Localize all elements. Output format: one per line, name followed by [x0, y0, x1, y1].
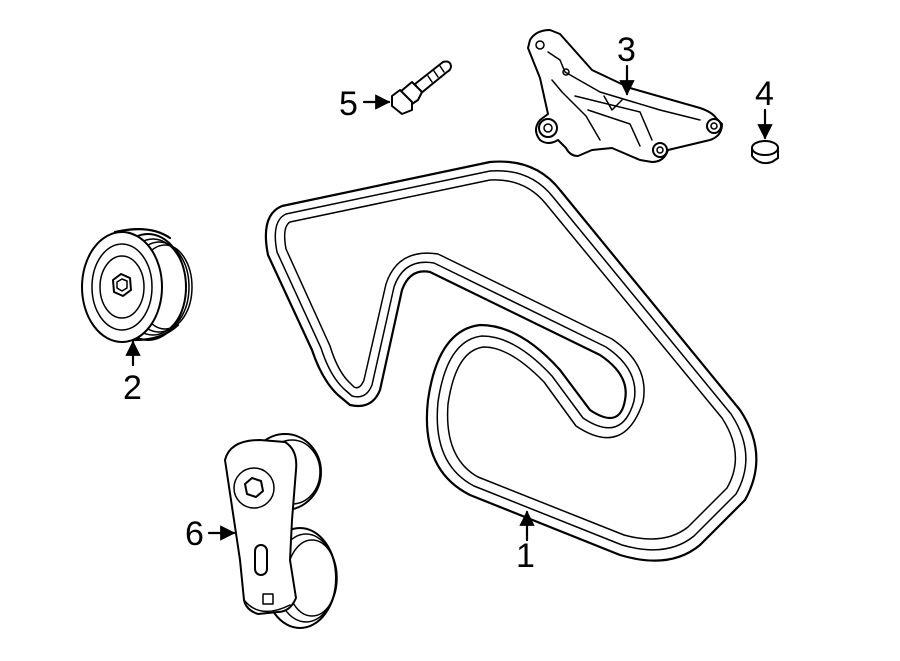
idler-pulley: [81, 227, 193, 343]
bolt: [391, 60, 452, 115]
mounting-bracket: [527, 29, 723, 163]
callout-cap: 4: [755, 75, 774, 113]
callout-idler-pulley: 2: [123, 369, 142, 407]
serpentine-belt: [264, 160, 758, 562]
callout-bolt: 5: [339, 85, 358, 123]
cap-plug: [751, 140, 779, 165]
callout-leaders: [125, 64, 773, 542]
callout-belt: 1: [516, 537, 535, 575]
callout-tensioner: 6: [185, 515, 204, 553]
belt-tensioner: [224, 433, 338, 629]
callout-bracket: 3: [617, 31, 636, 69]
